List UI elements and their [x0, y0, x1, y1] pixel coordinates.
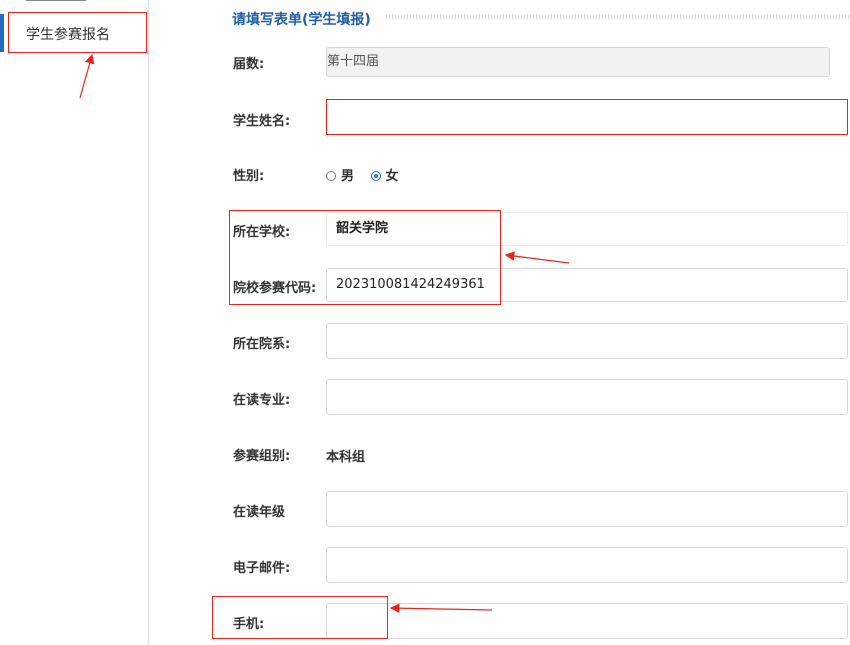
email-input[interactable] — [326, 547, 848, 583]
sidebar-collapsed-item — [26, 0, 86, 1]
annotation-box-school — [229, 210, 501, 305]
student-name-input[interactable] — [326, 99, 848, 135]
phone-input[interactable] — [326, 603, 848, 639]
gender-radio-group: 男 女 — [326, 165, 399, 184]
radio-male[interactable] — [326, 171, 336, 181]
sidebar-item-label: 学生参赛报名 — [26, 27, 110, 43]
sidebar-item-student-registration[interactable]: 学生参赛报名 — [0, 14, 148, 52]
school-code-label: 院校参赛代码: — [233, 281, 317, 296]
school-field: 韶关学院 — [326, 212, 848, 246]
group-label: 参赛组别: — [233, 449, 291, 464]
student-name-label: 学生姓名: — [233, 114, 291, 129]
grade-label: 在读年级 — [233, 505, 286, 520]
department-input[interactable] — [326, 323, 848, 359]
session-field: 第十四届 — [326, 47, 830, 77]
title-divider — [386, 15, 850, 19]
department-label: 所在院系: — [233, 337, 291, 352]
phone-label: 手机: — [233, 617, 265, 632]
gender-option-male[interactable]: 男 — [326, 169, 354, 184]
annotation-box-sidebar — [8, 12, 147, 53]
session-label: 届数: — [233, 57, 265, 72]
radio-female[interactable] — [370, 171, 381, 181]
group-value: 本科组 — [326, 450, 366, 465]
email-label: 电子邮件: — [233, 561, 291, 576]
major-label: 在读专业: — [233, 393, 291, 408]
annotation-box-phone — [212, 596, 388, 639]
gender-option-female[interactable]: 女 — [370, 169, 399, 184]
major-input[interactable] — [326, 379, 848, 415]
grade-input[interactable] — [326, 491, 848, 527]
school-code-field[interactable]: 20231008142424​9361 — [326, 268, 848, 302]
school-label: 所在学校: — [233, 225, 291, 240]
sidebar: 学生参赛报名 — [0, 0, 149, 645]
form-title: 请填写表单(学生填报) — [232, 12, 371, 28]
arrow-school — [504, 251, 570, 264]
gender-label: 性别: — [233, 169, 265, 184]
